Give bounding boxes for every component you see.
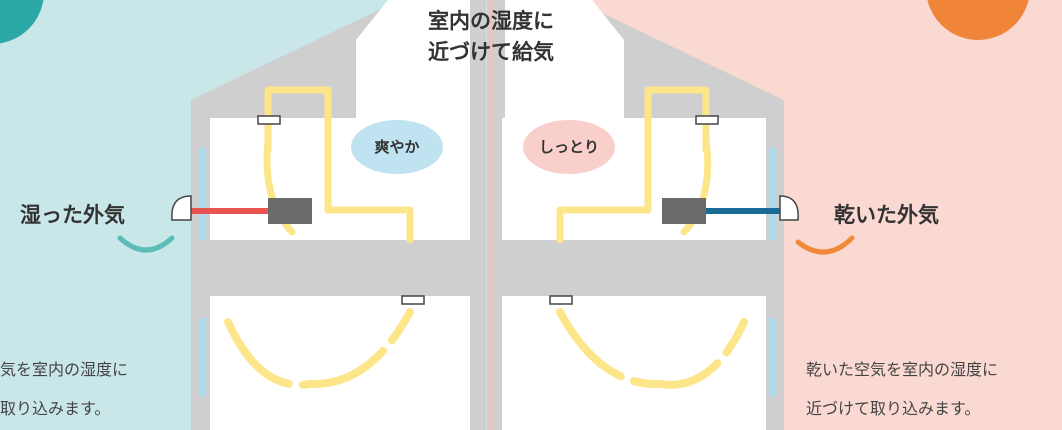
left-note: 気を室内の湿度に 取り込みます。 bbox=[0, 350, 128, 428]
right-lower-room bbox=[502, 296, 766, 430]
left-humid-air-pipe bbox=[190, 208, 270, 214]
right-dry-air-pipe bbox=[704, 208, 784, 214]
right-note: 乾いた空気を室内の湿度に 近づけて取り込みます。 bbox=[806, 350, 998, 428]
left-upper-airflow bbox=[263, 136, 296, 236]
right-upper-airflow bbox=[680, 136, 712, 236]
center-divider bbox=[487, 0, 495, 430]
humid-outside-air-label: 湿った外気 bbox=[20, 203, 125, 227]
left-supply-duct bbox=[264, 86, 414, 244]
left-lower-vent bbox=[401, 295, 425, 305]
right-supply-duct bbox=[556, 86, 710, 244]
right-exterior-hood bbox=[779, 195, 799, 221]
left-upper-window bbox=[200, 148, 206, 240]
left-ventilation-unit bbox=[268, 198, 312, 224]
left-note-line-1: 気を室内の湿度に bbox=[0, 360, 129, 379]
left-upper-vent bbox=[257, 115, 281, 125]
moist-bubble bbox=[523, 120, 615, 174]
left-note-line-2: 取り込みます。 bbox=[0, 399, 111, 418]
right-lower-window bbox=[770, 318, 776, 396]
left-outside-arc bbox=[117, 235, 175, 253]
dry-outside-air-label: 乾いた外気 bbox=[834, 203, 939, 227]
right-upper-vent bbox=[695, 115, 719, 125]
right-attic-space bbox=[505, 0, 624, 118]
fresh-label: 爽やか bbox=[374, 138, 420, 156]
right-note-line-2: 近づけて取り込みます。 bbox=[806, 399, 981, 418]
right-corner-badge bbox=[927, 0, 1029, 40]
right-lower-vent bbox=[549, 295, 573, 305]
right-note-line-1: 乾いた空気を室内の湿度に bbox=[806, 360, 999, 379]
moist-label: しっとり bbox=[538, 138, 599, 156]
heading-line-2: 近づけて給気 bbox=[428, 40, 554, 64]
right-upper-window bbox=[770, 148, 776, 240]
right-outside-arc bbox=[795, 235, 855, 255]
left-lower-airflow bbox=[224, 308, 414, 389]
fresh-bubble bbox=[351, 120, 443, 174]
left-lower-window bbox=[200, 318, 206, 396]
heading-line-1: 室内の湿度に bbox=[428, 9, 554, 33]
left-corner-badge bbox=[0, 0, 44, 44]
left-attic-space bbox=[356, 0, 470, 118]
right-lower-airflow bbox=[556, 308, 748, 389]
supply-heading: 室内の湿度に 近づけて給気 bbox=[391, 6, 591, 68]
left-exterior-hood bbox=[171, 195, 192, 221]
right-ventilation-unit bbox=[662, 198, 706, 224]
